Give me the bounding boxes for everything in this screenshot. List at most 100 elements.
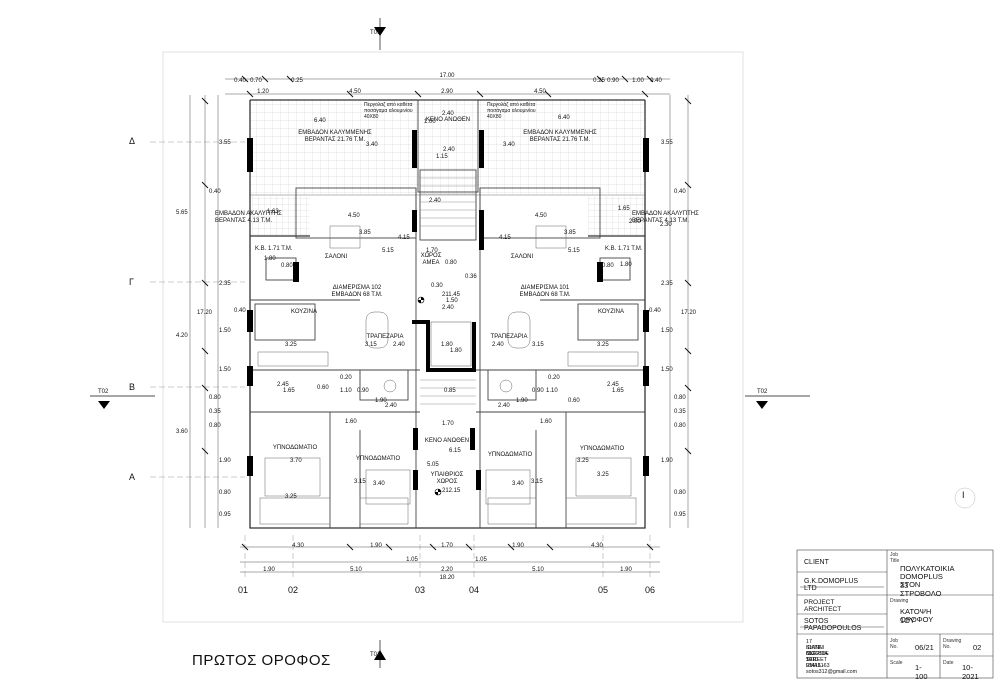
dim-right: 0.95	[674, 512, 686, 518]
job-title-line-2: DOMOPLUS 33	[900, 572, 943, 590]
dining-left: ΤΡΑΠΕΖΑΡΙΑ	[366, 334, 404, 340]
inner-dim: 4.50	[535, 213, 547, 219]
grid-label-03: 03	[414, 585, 426, 595]
inner-dim: 1.50	[446, 298, 458, 304]
inner-dim: 2.40	[429, 198, 441, 204]
section-label-left: T02	[98, 389, 109, 395]
drawing-no: 02	[973, 643, 982, 652]
dim-bottom: 5.10	[532, 567, 544, 573]
architect-name: SOTOS PAPADOPOULOS	[804, 618, 862, 632]
inner-dim: 1.80	[450, 348, 462, 354]
drawing-label: Drawing	[890, 598, 909, 604]
inner-dim: 0.20	[548, 375, 560, 381]
level-markers	[417, 296, 442, 496]
grid-label-02: 02	[287, 585, 299, 595]
dim-top: 0.25	[291, 78, 303, 84]
inner-dim: 3.15	[532, 342, 544, 348]
dim-left: 5.65	[176, 210, 188, 216]
elevator-core	[412, 320, 476, 372]
bedroom-right-1: ΥΠΝΟΔΩΜΑΤΙΟ	[487, 452, 533, 458]
dim-bottom: 1.05	[406, 557, 418, 563]
architect-address-3: NICOSIA 1070	[806, 651, 828, 663]
dim-right: 0.40	[674, 189, 686, 195]
inner-dim: 0.60	[568, 398, 580, 404]
level-mark-bottom: 212.15	[442, 488, 461, 494]
grid-lines	[150, 141, 651, 578]
grid-row-alpha: Α	[129, 472, 136, 482]
level-mark-mid: 211.45	[442, 292, 460, 298]
dim-bottom: 1.90	[512, 543, 524, 549]
inner-dim: 1.15	[436, 154, 448, 160]
inner-dim: 1.65	[283, 388, 295, 394]
bedroom-left-1: ΥΠΝΟΔΩΜΑΤΙΟ	[272, 445, 318, 451]
storage-left: Κ.Β. 1.71 Τ.Μ.	[255, 246, 293, 252]
north-label: I	[962, 490, 965, 500]
architect-email: EMAIL- sotos312@gmail.com	[806, 663, 858, 675]
dim-left: 0.95	[219, 512, 231, 518]
pergola-note-right: Περγολάζ από καθέτα ποσάγαμα αλουμινίου …	[487, 102, 536, 120]
inner-dim: 0.80	[445, 260, 457, 266]
inner-dim: 6.40	[314, 118, 326, 124]
inner-dim: 5.15	[382, 248, 394, 254]
kitchen-right: ΚΟΥΖΙΝΑ	[598, 309, 624, 315]
section-label-top: T01	[370, 30, 381, 36]
inner-dim: 1.60	[345, 419, 357, 425]
columns	[247, 130, 649, 490]
apartment-101-label: ΔΙΑΜΕΡΙΣΜΑ 101 ΕΜΒΑΔΟΝ 68 Τ.Μ.	[519, 285, 571, 298]
inner-dim: 1.63	[267, 209, 279, 215]
inner-dim: 0.36	[465, 274, 477, 280]
inner-dim: 1.10	[340, 388, 352, 394]
inner-dim: 3.15	[354, 479, 366, 485]
dim-top: 0.70	[250, 78, 262, 84]
dimension-ticks	[201, 75, 692, 551]
drawing-no-label: Drawing No.	[943, 638, 962, 650]
inner-dim: 1.00	[424, 119, 436, 125]
dim-left: 17.20	[197, 310, 213, 316]
dim-top: 0.40	[650, 78, 662, 84]
dim-bottom: 5.10	[350, 567, 362, 573]
job-title-label: Job Title	[890, 552, 900, 564]
dim-left: 4.20	[176, 333, 188, 339]
inner-dim: 3.15	[531, 479, 543, 485]
dim-left: 0.40	[209, 189, 221, 195]
dim-bottom: 1.70	[441, 543, 453, 549]
inner-dim: 3.25	[285, 494, 297, 500]
client-name: G.K.DOMOPLUS LTD	[804, 578, 859, 592]
site-boundary	[162, 51, 744, 623]
living-room-right: ΣΑΛΟΝΙ	[510, 254, 534, 260]
inner-dim: 1.90	[375, 398, 387, 404]
dim-right: 17.20	[681, 310, 697, 316]
job-title-line-3: ΣΤΟΝ ΣΤΡΟΒΟΛΟ	[900, 580, 942, 598]
covered-veranda-right: ΕΜΒΑΔΟΝ ΚΑΛΥΜΜΕΝΗΣ ΒΕΡΑΝΤΑΣ 21.76 Τ.Μ.	[523, 130, 597, 143]
dim-left: 3.55	[219, 140, 231, 146]
date-label: Date	[943, 660, 954, 666]
inner-dim: 2.40	[393, 342, 405, 348]
inner-dim: 0.90	[532, 388, 544, 394]
inner-dim: 4.15	[499, 235, 511, 241]
dim-right: 0.35	[674, 409, 686, 415]
inner-dim: 3.25	[597, 472, 609, 478]
inner-dim: 3.40	[503, 142, 515, 148]
dim-bottom: 2.20	[441, 567, 453, 573]
date: 10-2021	[962, 663, 979, 681]
inner-dim: 2.40	[442, 305, 454, 311]
inner-dim: 0.80	[281, 263, 293, 269]
open-veranda-area-right: ΕΜΒΑΔΟΝ ΑΚΑΛΥΠΤΗΣ ΒΕΡΑΝΤΑΣ 4.13 Τ.Μ.	[632, 211, 699, 224]
covered-veranda-left: ΕΜΒΑΔΟΝ ΚΑΛΥΜΜΕΝΗΣ ΒΕΡΑΝΤΑΣ 21.76 Τ.Μ.	[298, 130, 372, 143]
inner-dim: 1.70	[426, 248, 438, 254]
scale-label: Scale	[890, 660, 903, 666]
dim-right: 2.35	[661, 281, 673, 287]
dim-top: 0.90	[607, 78, 619, 84]
grid-label-05: 05	[597, 585, 609, 595]
inner-dim: 4.50	[348, 213, 360, 219]
dim-left: 0.80	[219, 490, 231, 496]
inner-dim: 3.25	[285, 342, 297, 348]
inner-dim: 2.40	[492, 342, 504, 348]
dim-right: 0.80	[674, 423, 686, 429]
dim-top-total: 17.00	[439, 73, 455, 79]
void-above-mid: ΚΕΝΟ ΑΝΩΘΕΝ	[424, 438, 470, 444]
outdoor-space: ΥΠΑΙΘΡΙΟΣ ΧΩΡΟΣ	[430, 472, 464, 485]
inner-dim: 1.65	[618, 206, 630, 212]
inner-dim: 0.85	[444, 388, 456, 394]
dim-left: 1.50	[219, 328, 231, 334]
